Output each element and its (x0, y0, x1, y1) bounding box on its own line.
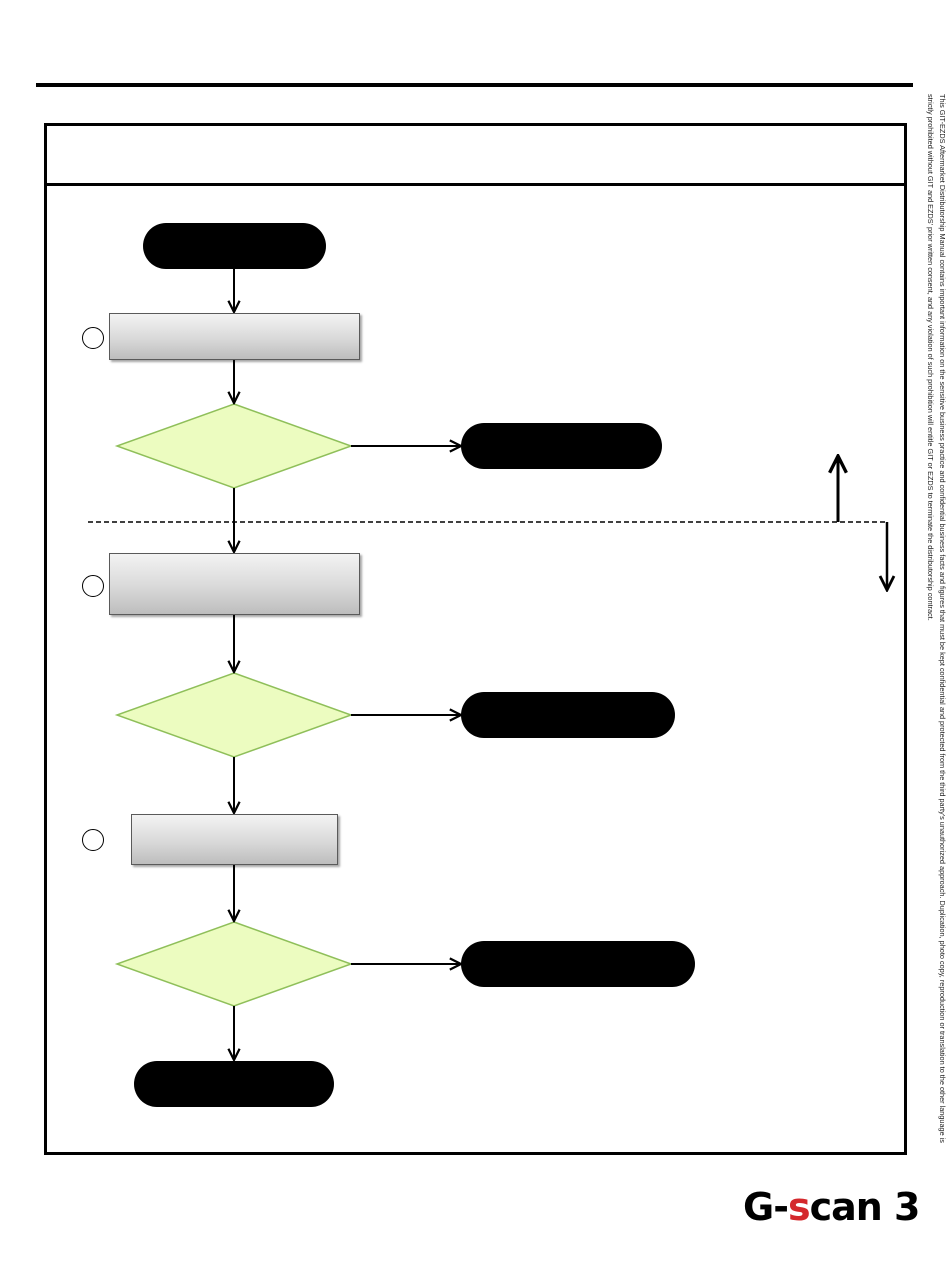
outcome-terminal-1 (461, 423, 662, 469)
start-terminal (143, 223, 326, 269)
confidentiality-disclaimer: This GIT-EZDS Aftermarket Distributorshi… (926, 94, 947, 1143)
step-number-1 (82, 327, 104, 349)
header-divider (44, 183, 907, 186)
process-box-2 (109, 553, 360, 615)
logo-text-g: G- (743, 1185, 789, 1229)
logo-text-rest: can 3 (809, 1185, 921, 1229)
decision-label-2 (150, 693, 318, 737)
step-number-3 (82, 829, 104, 851)
top-rule (36, 83, 913, 87)
end-terminal (134, 1061, 334, 1107)
decision-label-3 (150, 942, 318, 986)
logo-text-s: s (787, 1185, 811, 1229)
process-box-3 (131, 814, 338, 865)
outcome-terminal-2 (461, 692, 675, 738)
process-box-1 (109, 313, 360, 360)
content-frame (44, 123, 907, 1155)
step-number-2 (82, 575, 104, 597)
decision-label-1 (150, 424, 318, 468)
outcome-terminal-3 (461, 941, 695, 987)
